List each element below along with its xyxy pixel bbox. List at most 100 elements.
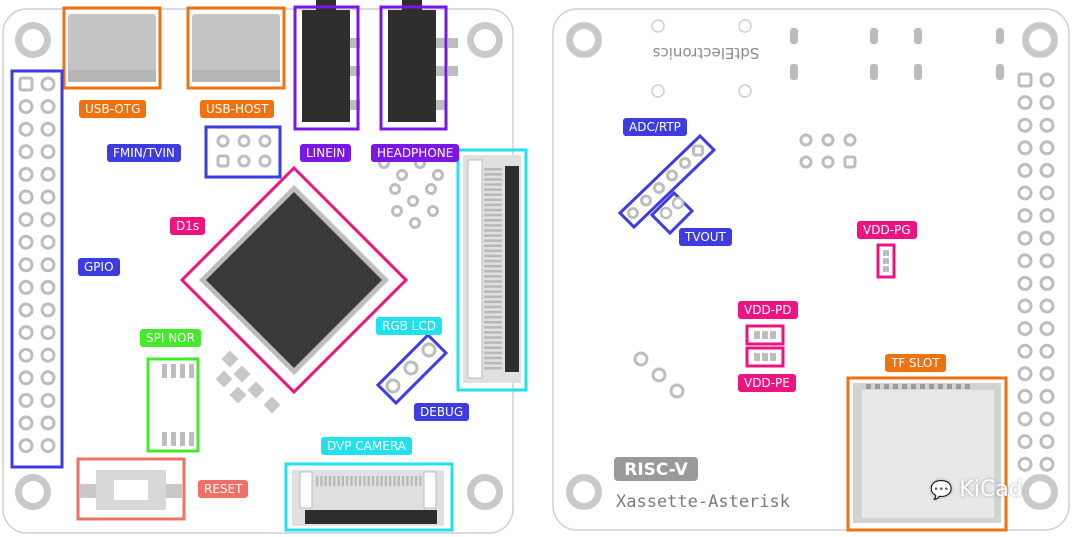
pin <box>1039 343 1055 359</box>
pin <box>216 154 230 168</box>
dvp-camera-connector <box>292 470 444 526</box>
pin <box>1039 275 1055 291</box>
mounting-hole <box>15 22 51 58</box>
label-fmin-tvin: FMIN/TVIN <box>107 144 181 162</box>
center-header <box>799 133 857 169</box>
pin <box>1039 456 1055 472</box>
pin <box>1017 253 1033 269</box>
pin <box>1017 162 1033 178</box>
linein-jack <box>302 10 350 122</box>
chat-icon: 💬 <box>930 480 953 501</box>
pin <box>40 166 56 182</box>
pin <box>40 325 56 341</box>
pin <box>18 144 34 160</box>
passive-components <box>215 350 281 414</box>
label-rgb-lcd: RGB LCD <box>376 317 442 335</box>
pin <box>389 183 401 195</box>
pin <box>18 302 34 318</box>
board-name: Xassette-Asterisk <box>616 492 790 512</box>
pin <box>407 195 419 207</box>
pin <box>666 169 678 182</box>
label-vdd-pg: VDD-PG <box>857 221 917 239</box>
adc-rtp-header <box>617 133 717 230</box>
pin <box>821 133 835 147</box>
pin <box>1017 230 1033 246</box>
pin <box>1039 434 1055 450</box>
pin <box>18 438 34 454</box>
label-vdd-pd: VDD-PD <box>738 301 798 319</box>
spi-nor-chip <box>146 357 200 453</box>
test-pads <box>633 351 685 399</box>
pin <box>1017 208 1033 224</box>
pin <box>1017 411 1033 427</box>
slot-pads <box>790 28 1004 80</box>
pin <box>1017 343 1033 359</box>
pin <box>679 157 691 169</box>
label-d1s: D1s <box>170 217 206 235</box>
label-gpio: GPIO <box>78 258 120 276</box>
pin <box>40 99 56 115</box>
pin <box>40 302 56 318</box>
label-reset: RESET <box>198 480 249 498</box>
pin <box>18 370 34 386</box>
label-adc-rtp: ADC/RTP <box>623 118 687 136</box>
debug-header <box>375 332 449 406</box>
pin <box>1017 434 1033 450</box>
pin <box>18 189 34 205</box>
pin <box>1039 366 1055 382</box>
tvout-header <box>649 190 695 236</box>
pin <box>1039 298 1055 314</box>
d1s-chip <box>179 165 409 395</box>
pin <box>799 155 813 169</box>
headphone-jack <box>388 10 436 122</box>
pin <box>40 234 56 250</box>
right-pin-header <box>1017 72 1055 472</box>
label-usb-host: USB-HOST <box>200 100 275 118</box>
fmin-tvin-header <box>216 134 272 168</box>
pin <box>427 205 439 217</box>
pin <box>1039 208 1055 224</box>
pin <box>692 144 704 157</box>
label-headphone: HEADPHONE <box>371 144 460 162</box>
pin <box>237 154 251 168</box>
vdd-pe-jumper <box>745 346 785 368</box>
pin <box>1017 366 1033 382</box>
pin <box>40 144 56 160</box>
pin <box>18 347 34 363</box>
pin <box>843 133 857 147</box>
watermark-text: KiCad <box>959 477 1023 502</box>
label-tvout: TVOUT <box>679 228 732 246</box>
pin <box>425 183 437 195</box>
pin <box>1017 95 1033 111</box>
mounting-hole <box>15 474 51 510</box>
vdd-pd-jumper <box>745 324 785 346</box>
pin <box>1039 388 1055 404</box>
pin <box>18 392 34 408</box>
pin <box>18 212 34 228</box>
usb-host-connector <box>192 14 280 82</box>
pin <box>409 217 421 229</box>
pin <box>653 182 665 194</box>
mounting-hole <box>1022 474 1058 510</box>
kicad-watermark: 💬 KiCad <box>930 477 1023 502</box>
usb-otg-connector <box>68 14 156 82</box>
pin <box>40 370 56 386</box>
pin <box>40 212 56 228</box>
pin <box>40 189 56 205</box>
pin <box>1039 117 1055 133</box>
pin <box>799 133 813 147</box>
label-usb-otg: USB-OTG <box>79 100 147 118</box>
pin <box>216 134 230 148</box>
pin <box>396 169 408 181</box>
pin <box>40 347 56 363</box>
mounting-hole <box>467 22 503 58</box>
pin <box>18 325 34 341</box>
pin <box>18 99 34 115</box>
pin <box>1017 321 1033 337</box>
tf-slot <box>846 376 1008 532</box>
gpio-header <box>18 76 56 454</box>
mounting-hole <box>467 474 503 510</box>
pin <box>40 257 56 273</box>
left-board <box>2 0 528 534</box>
